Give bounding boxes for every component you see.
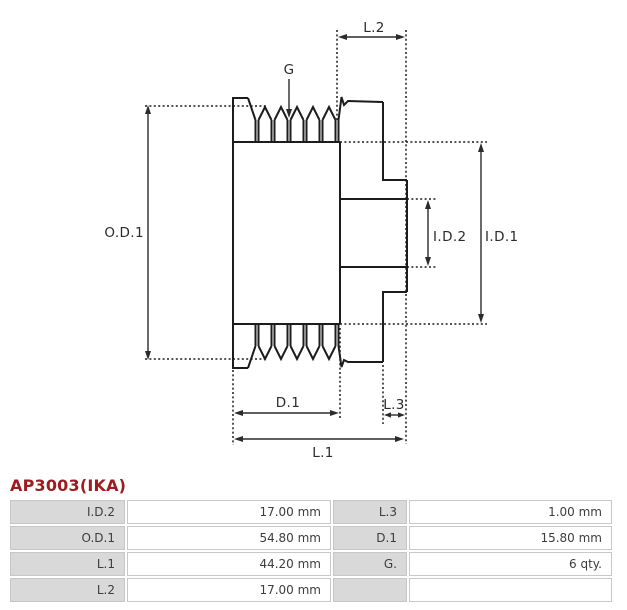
dimension-lines — [147, 36, 482, 440]
pulley-technical-drawing: L.2 G O.D.1 I.D.2 I.D.1 D.1 L.3 L.1 — [104, 20, 519, 461]
dim-label-l2: L.2 — [363, 20, 385, 36]
dim-label-id1: I.D.1 — [485, 229, 519, 245]
spec-table: I.D.2 17.00 mm L.3 1.00 mm O.D.1 54.80 m… — [10, 500, 612, 602]
pulley-outline — [232, 96, 408, 369]
spec-key: G. — [333, 552, 407, 576]
dim-label-g: G — [284, 62, 295, 78]
dim-label-od1: O.D.1 — [104, 225, 144, 241]
spec-value: 15.80 mm — [409, 526, 612, 550]
pulley-diagram: L.2 G O.D.1 I.D.2 I.D.1 D.1 L.3 L.1 — [104, 20, 519, 461]
spec-key: L.2 — [10, 578, 125, 602]
arrowheads — [145, 34, 484, 442]
spec-key: L.1 — [10, 552, 125, 576]
spec-key: L.3 — [333, 500, 407, 524]
spec-key: I.D.2 — [10, 500, 125, 524]
spec-value: 54.80 mm — [127, 526, 331, 550]
spec-value: 17.00 mm — [127, 578, 331, 602]
spec-key: O.D.1 — [10, 526, 125, 550]
dim-label-l1: L.1 — [312, 445, 334, 461]
dim-label-d1: D.1 — [276, 395, 300, 411]
spec-key — [333, 578, 407, 602]
part-number-title: AP3003(IKA) — [10, 476, 127, 495]
dim-label-l3: L.3 — [383, 397, 405, 413]
spec-value: 1.00 mm — [409, 500, 612, 524]
spec-value — [409, 578, 612, 602]
spec-key: D.1 — [333, 526, 407, 550]
spec-value: 6 qty. — [409, 552, 612, 576]
spec-value: 17.00 mm — [127, 500, 331, 524]
spec-value: 44.20 mm — [127, 552, 331, 576]
dim-label-id2: I.D.2 — [433, 229, 467, 245]
